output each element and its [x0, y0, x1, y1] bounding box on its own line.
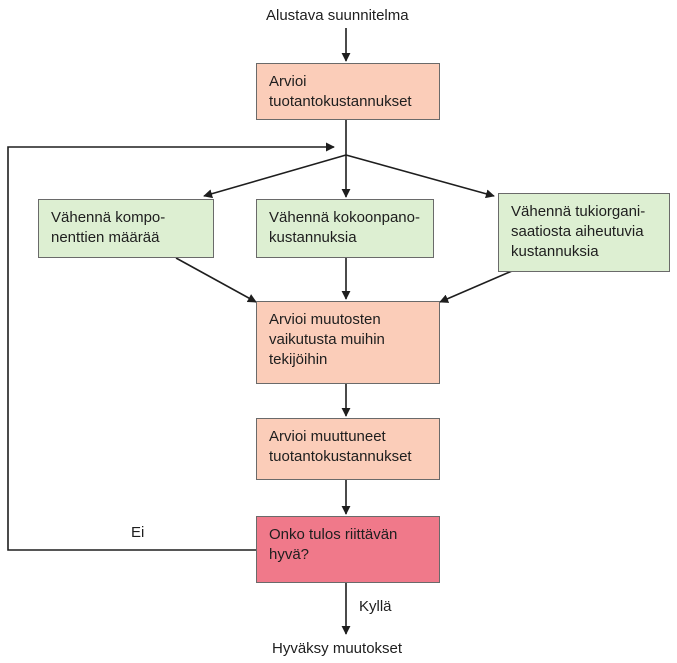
- node-decision: Onko tulos riittävän hyvä?: [256, 516, 440, 583]
- arrow-split-to-components: [203, 154, 347, 199]
- node-estimate-changed-costs: Arvioi muuttuneet tuotantokustannukset: [256, 418, 440, 480]
- node-estimate-costs: Arvioi tuotantokustannukset: [256, 63, 440, 120]
- no-label: Ei: [131, 524, 145, 541]
- node-reduce-components: Vähennä kompo- nenttien määrää: [38, 199, 214, 258]
- end-label: Hyväksy muutokset: [272, 640, 403, 657]
- arrow-split-to-support: [345, 154, 495, 199]
- node-reduce-support: Vähennä tukiorgani- saatiosta aiheutuvia…: [498, 193, 670, 272]
- start-label: Alustava suunnitelma: [266, 7, 409, 24]
- arrow-components-to-evaluate: [175, 257, 257, 303]
- node-evaluate-effects: Arvioi muutosten vaikutusta muihin tekij…: [256, 301, 440, 384]
- arrow-support-to-evaluate: [439, 270, 513, 303]
- node-reduce-assembly: Vähennä kokoonpano- kustannuksia: [256, 199, 434, 258]
- feedback-loop-line: [7, 142, 335, 551]
- yes-label: Kyllä: [359, 598, 392, 615]
